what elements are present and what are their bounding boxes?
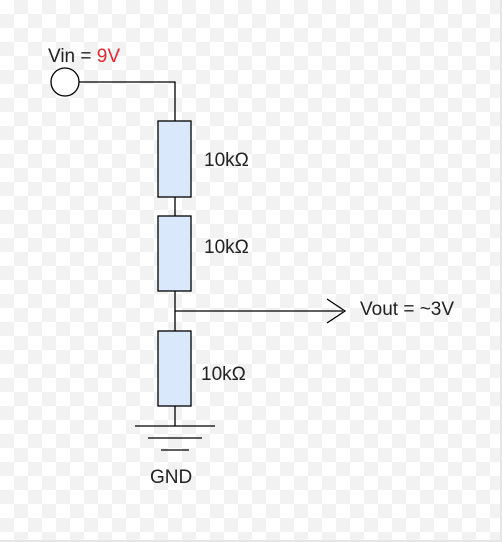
vin-label: Vin = 9V — [48, 46, 120, 68]
resistor-3[interactable] — [157, 330, 192, 407]
resistor-1[interactable] — [157, 120, 192, 198]
vin-prefix: Vin = — [48, 46, 97, 67]
resistor-2[interactable] — [157, 215, 192, 292]
output-arrow-icon — [326, 298, 347, 324]
input-terminal[interactable] — [50, 67, 80, 97]
vin-value: 9V — [96, 46, 121, 67]
resistor-3-label: 10kΩ — [201, 364, 246, 385]
frame-right-edge — [500, 0, 502, 542]
input-wire — [79, 81, 176, 121]
ground-icon — [135, 425, 215, 451]
frame-bottom-edge — [0, 540, 502, 542]
resistor-1-label: 10kΩ — [204, 150, 249, 171]
vout-label: Vout = ~3V — [360, 299, 455, 320]
gnd-label: GND — [150, 467, 193, 488]
resistor-2-label: 10kΩ — [204, 237, 249, 258]
